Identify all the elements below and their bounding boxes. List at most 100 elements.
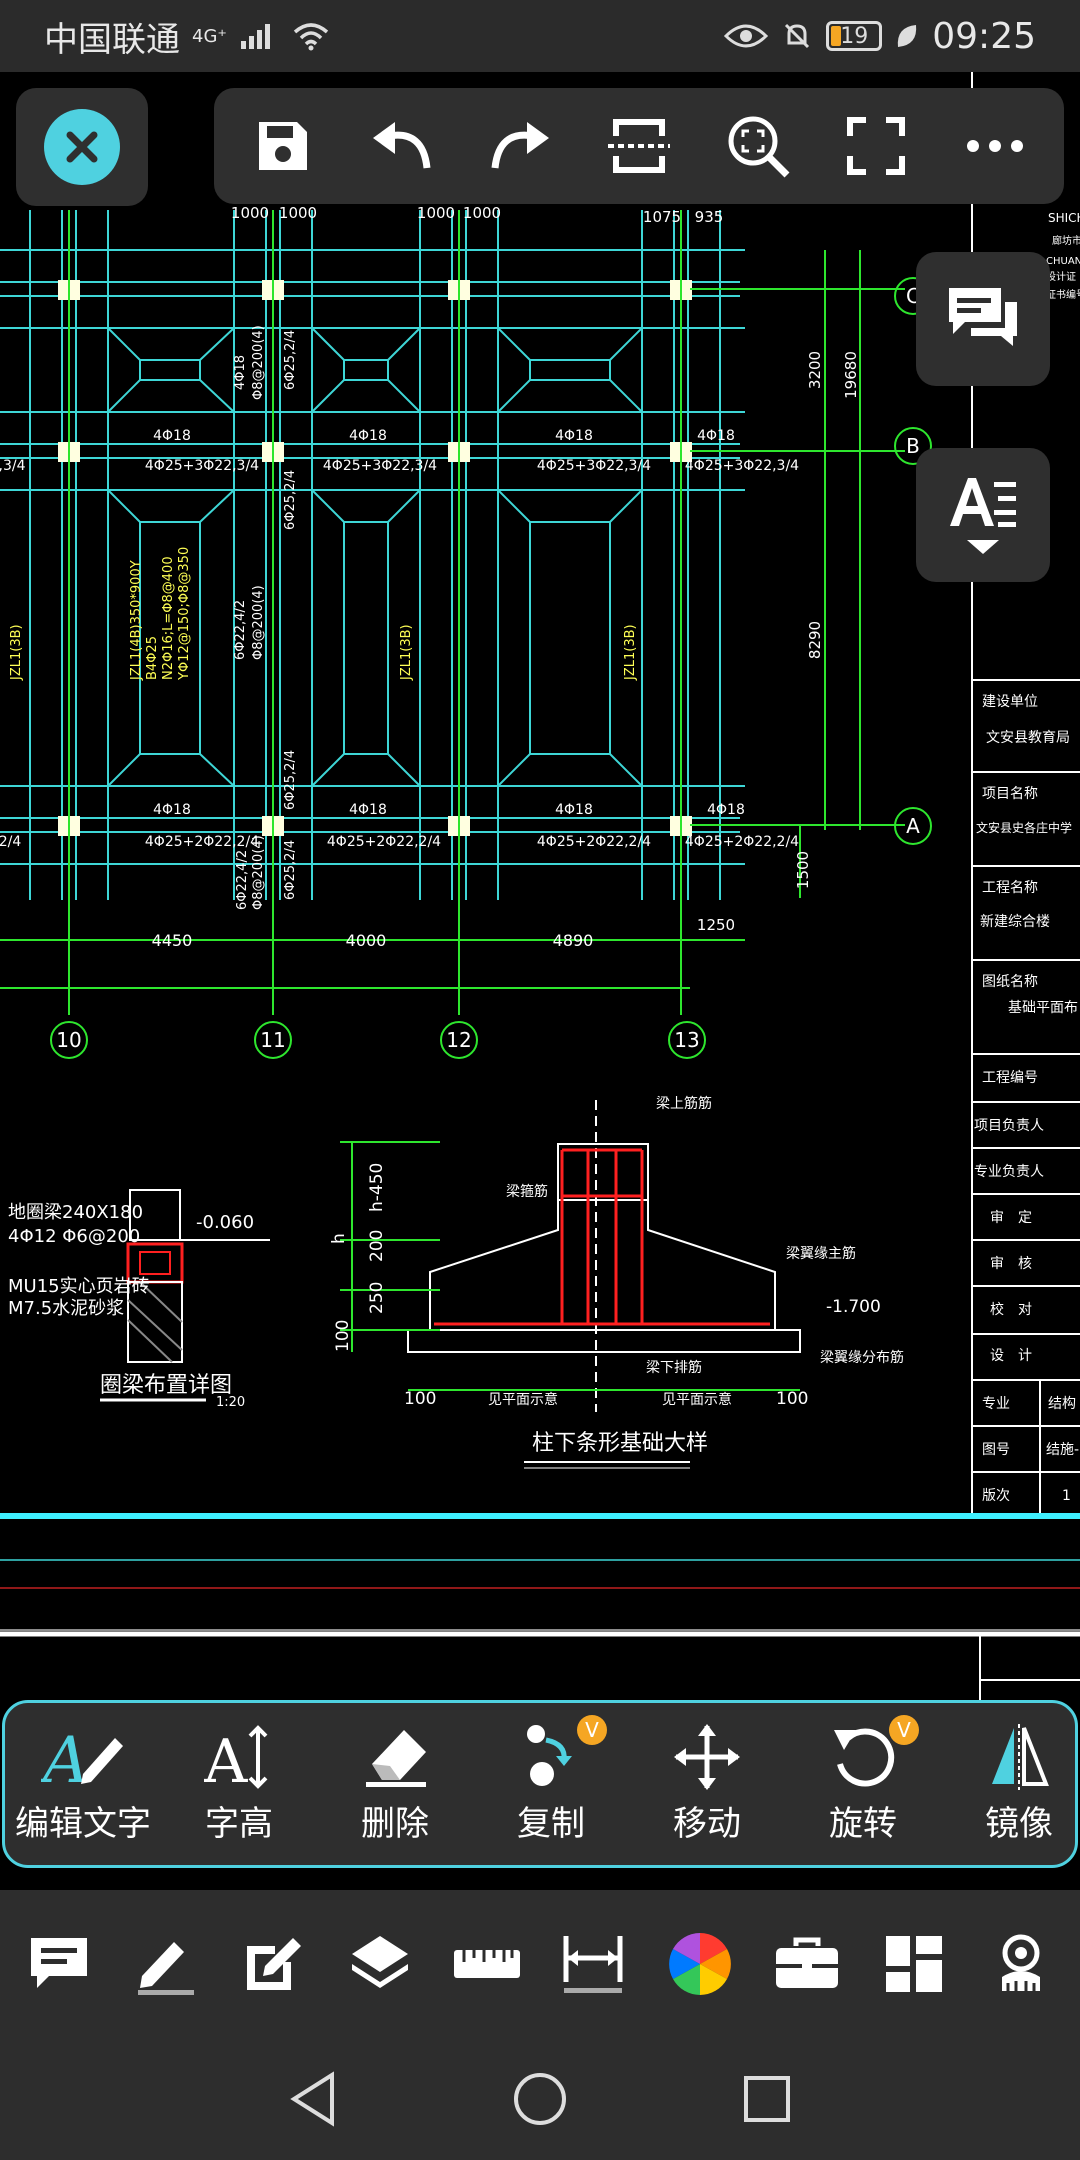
beam-label: 4Φ18 <box>555 428 593 444</box>
yellow-note: B4Φ25 <box>145 636 160 680</box>
undo-icon <box>372 122 431 169</box>
dim-bottom-1: 4450 <box>152 931 193 950</box>
delete-button[interactable]: 删除 <box>317 1703 473 1865</box>
beam-label: 4Φ25+3Φ22,3/4 <box>685 458 799 474</box>
grid-apps-icon <box>885 1936 942 1992</box>
dimension-button[interactable] <box>548 1919 638 2009</box>
strip-label: 梁翼缘主筋 <box>786 1245 856 1262</box>
back-icon <box>290 2071 335 2127</box>
beam-label: 4Φ25+3Φ22,3/4 <box>145 458 259 474</box>
title-block-row: 文安县教育局 <box>986 730 1070 746</box>
more-icon <box>966 140 1023 152</box>
text-height-button[interactable]: A 字高 <box>161 1703 317 1865</box>
strip-title: 柱下条形基础大样 <box>532 1431 708 1456</box>
edit-text-label: 编辑文字 <box>15 1803 151 1844</box>
dim-top-6: 935 <box>695 208 724 226</box>
signal-icon <box>240 24 270 49</box>
undo-button[interactable] <box>357 101 447 191</box>
dim-right-3: 8290 <box>806 621 824 659</box>
mirror-button[interactable]: 镜像 <box>941 1703 1075 1865</box>
title-block-row: 基础平面布 <box>1008 999 1078 1016</box>
strip-dim: h-450 <box>367 1163 387 1212</box>
vertical-label: 6Φ25,2/4 <box>283 840 298 900</box>
axis-label-11: 11 <box>260 1028 285 1052</box>
title-block-row: 新建综合楼 <box>980 914 1050 930</box>
vertical-label: 6Φ25,2/4 <box>283 330 298 390</box>
copy-label: 复制 <box>517 1803 585 1844</box>
beam-label: 4Φ25+2Φ22,2/4 <box>685 834 799 850</box>
mute-bell-icon <box>785 23 810 49</box>
save-button[interactable] <box>238 101 328 191</box>
title-block-row: 结施- <box>1046 1442 1079 1458</box>
ring-beam-title: 圈梁布置详图 <box>100 1373 232 1398</box>
vertical-label: Φ8@200(4) <box>251 585 266 660</box>
zoom-extent-button[interactable] <box>713 101 803 191</box>
color-button[interactable] <box>655 1919 745 2009</box>
ring-beam-line2: 4Φ12 Φ6@200 <box>8 1226 140 1247</box>
layers-button[interactable] <box>335 1919 425 2009</box>
title-block-row: 图号 <box>982 1442 1010 1458</box>
redo-button[interactable] <box>475 101 565 191</box>
apps-button[interactable] <box>869 1919 959 2009</box>
text-style-button[interactable] <box>916 448 1050 582</box>
mirror-icon <box>992 1723 1049 1790</box>
rotate-icon <box>834 1728 895 1787</box>
ring-beam-wall1: MU15实心页岩砖 <box>8 1276 150 1297</box>
strip-dim: 100 <box>333 1320 353 1352</box>
beam-label: 4Φ18 <box>153 428 191 444</box>
beam-label: 4Φ25+3Φ22,3/4 <box>323 458 437 474</box>
cloud-user-button[interactable] <box>976 1919 1066 2009</box>
svg-text:A: A <box>41 1724 89 1790</box>
beam-label: 4Φ25+2Φ22,2/4 <box>145 834 259 850</box>
title-block-row: 1 <box>1062 1488 1071 1504</box>
text-height-icon: A <box>204 1724 268 1790</box>
beam-label: 4Φ18 <box>555 802 593 818</box>
home-icon <box>513 2073 566 2125</box>
beam-tag: JZL1(3B) <box>623 624 638 681</box>
title-block-row: 设 计 <box>990 1348 1032 1364</box>
vip-badge: V <box>889 1715 919 1745</box>
strip-elev: -1.700 <box>826 1297 881 1317</box>
title-block-row: 审 定 <box>990 1210 1032 1226</box>
rotate-button[interactable]: 旋转 V <box>785 1703 941 1865</box>
close-icon <box>44 109 120 185</box>
back-button[interactable] <box>273 2059 353 2139</box>
section-button[interactable] <box>594 101 684 191</box>
vertical-label: Φ8@200(4) <box>251 835 266 910</box>
recent-apps-button[interactable] <box>727 2059 807 2139</box>
cloud-user-icon <box>1001 1934 1040 1991</box>
edit-tool-button[interactable] <box>228 1919 318 2009</box>
zoom-extent-icon <box>728 116 790 178</box>
title-block-row: 专业负责人 <box>974 1164 1044 1180</box>
pen-tool-button[interactable] <box>121 1919 211 2009</box>
redo-icon <box>491 122 550 169</box>
copy-button[interactable]: 复制 V <box>473 1703 629 1865</box>
cad-drawing[interactable]: 10 11 12 13 A B C 1000 1000 1000 1000 10… <box>0 72 1080 1890</box>
title-block-top: 设计证 <box>1046 270 1076 283</box>
strip-dim: 250 <box>367 1282 387 1314</box>
ruler-button[interactable] <box>442 1919 532 2009</box>
edit-text-button[interactable]: A 编辑文字 <box>5 1703 161 1865</box>
move-button[interactable]: 移动 <box>629 1703 785 1865</box>
title-block-top: 廊坊市 <box>1052 234 1080 247</box>
dim-top-2: 1000 <box>279 204 317 222</box>
more-button[interactable] <box>950 101 1040 191</box>
home-button[interactable] <box>500 2059 580 2139</box>
close-button[interactable] <box>16 88 148 206</box>
yellow-note: JZL1(4B)350*900Y <box>129 560 144 681</box>
dim-bottom-2: 4000 <box>346 931 387 950</box>
strip-bottom-dim: 见平面示意 <box>662 1391 732 1408</box>
save-icon <box>259 122 308 170</box>
toolbox-button[interactable] <box>762 1919 852 2009</box>
yellow-note: YΦ12@150;Φ8@350 <box>177 547 192 681</box>
section-icon <box>607 119 670 173</box>
mirror-label: 镜像 <box>985 1803 1053 1844</box>
comment-icon <box>949 288 1017 346</box>
title-block-row: 图纸名称 <box>982 974 1038 990</box>
comment-tool-button[interactable] <box>14 1919 104 2009</box>
strip-label: 梁上筋筋 <box>656 1095 712 1112</box>
fullscreen-button[interactable] <box>831 101 921 191</box>
comment-button[interactable] <box>916 252 1050 386</box>
color-wheel-icon <box>669 1933 732 1995</box>
cad-canvas[interactable]: 10 11 12 13 A B C 1000 1000 1000 1000 10… <box>0 72 1080 1890</box>
